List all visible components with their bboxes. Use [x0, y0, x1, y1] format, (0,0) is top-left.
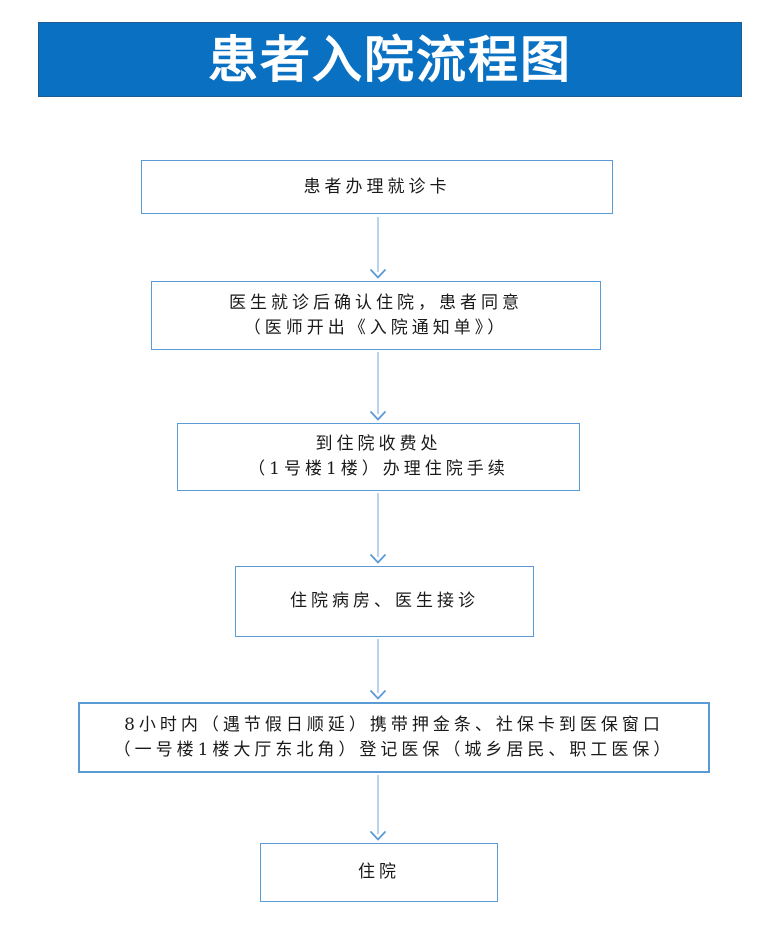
- down-arrow-icon: [370, 352, 386, 421]
- step-text: 患者办理就诊卡: [303, 176, 451, 197]
- down-arrow-icon: [370, 493, 386, 564]
- step-admission-fee-office: 到住院收费处 （1号楼1楼）办理住院手续: [177, 423, 580, 491]
- step-text: 8小时内（遇节假日顺延）携带押金条、社保卡到医保窗口: [124, 714, 664, 735]
- step-text: （一号楼1楼大厅东北角）登记医保（城乡居民、职工医保）: [113, 739, 675, 760]
- step-doctor-confirms-admission: 医生就诊后确认住院，患者同意 （医师开出《入院通知单》）: [151, 281, 601, 350]
- down-arrow-icon: [370, 775, 386, 841]
- step-ward-doctor-reception: 住院病房、医生接诊: [235, 566, 534, 637]
- step-text: 住院病房、医生接诊: [290, 591, 479, 611]
- step-register-visit-card: 患者办理就诊卡: [141, 160, 613, 214]
- down-arrow-icon: [370, 217, 386, 279]
- step-text: 住院: [358, 862, 400, 882]
- step-text: 医生就诊后确认住院，患者同意: [229, 292, 523, 313]
- step-text: （1号楼1楼）办理住院手续: [248, 459, 509, 479]
- title-banner: 患者入院流程图: [38, 22, 742, 97]
- step-text: 到住院收费处: [315, 434, 442, 454]
- page-title: 患者入院流程图: [208, 29, 572, 89]
- step-text: （医师开出《入院通知单》）: [243, 317, 509, 338]
- down-arrow-icon: [370, 639, 386, 700]
- step-medical-insurance-registration: 8小时内（遇节假日顺延）携带押金条、社保卡到医保窗口 （一号楼1楼大厅东北角）登…: [78, 702, 710, 773]
- step-hospitalized: 住院: [260, 843, 498, 902]
